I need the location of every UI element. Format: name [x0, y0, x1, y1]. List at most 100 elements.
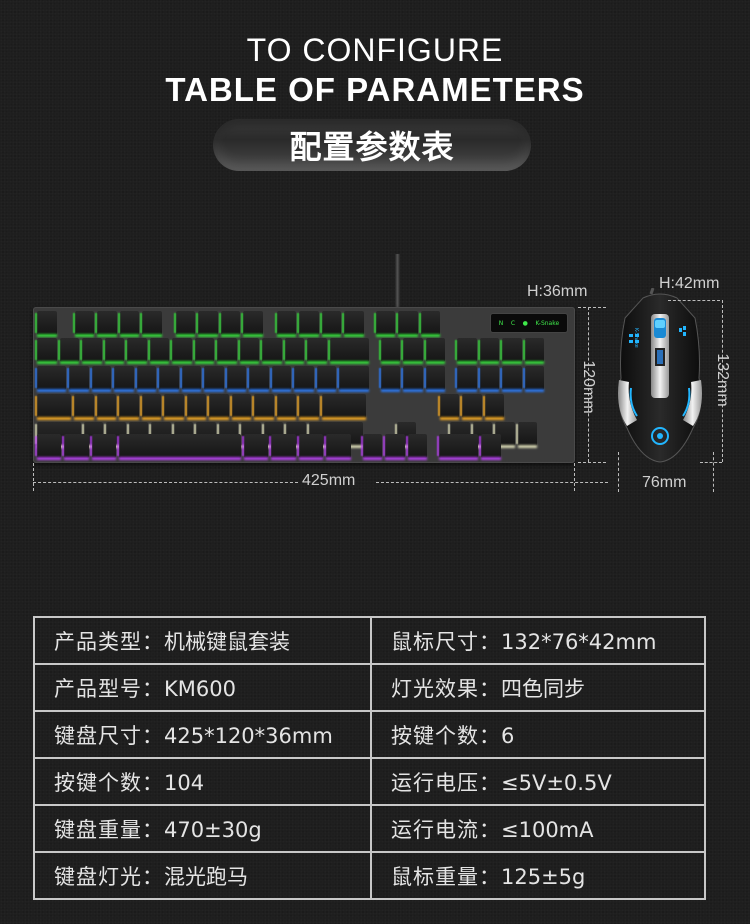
- spec-value: 混光跑马: [164, 864, 248, 889]
- keyboard-key: [479, 338, 499, 362]
- spec-label: 鼠标尺寸：: [391, 629, 501, 654]
- keyboard-key: [398, 311, 418, 335]
- spec-value: 6: [501, 723, 515, 748]
- keyboard-key: [181, 366, 202, 390]
- table-row: 键盘重量：470±30g 运行电流：≤100mA: [33, 804, 706, 853]
- spec-label: 按键个数：: [54, 770, 164, 795]
- spec-value: 104: [164, 770, 205, 795]
- spec-label: 键盘灯光：: [54, 864, 164, 889]
- keyboard-key: [59, 338, 79, 362]
- mouse-width-label: 76mm: [642, 474, 687, 491]
- keyboard-key: [430, 434, 436, 458]
- keyboard-key: [175, 311, 195, 335]
- keyboard-key: [74, 394, 94, 418]
- section-badge: 配置参数表: [213, 119, 531, 171]
- keyboard-key: [321, 311, 341, 335]
- keyboard-key: [380, 366, 400, 390]
- table-row: 键盘灯光：混光跑马 鼠标重量：125±5g: [33, 851, 706, 900]
- spec-value: KM600: [164, 676, 236, 701]
- dim-line-kb-width-right: [376, 482, 608, 483]
- keyboard-key: [354, 434, 360, 458]
- dim-line-kb-bottom: [578, 462, 606, 463]
- keyboard-key: [380, 338, 400, 362]
- keyboard-key: [60, 311, 72, 335]
- mouse-length-label: 132mm: [714, 353, 731, 407]
- keyboard-key: [271, 366, 292, 390]
- keyboard-key-row: [37, 311, 440, 335]
- keyboard-key: [299, 394, 319, 418]
- keyboard-key: [97, 311, 117, 335]
- keyboard-key: [375, 311, 395, 335]
- keyboard-key: [142, 311, 162, 335]
- keyboard-key: [37, 311, 57, 335]
- spec-cell: 产品类型：机械键鼠套装: [33, 616, 372, 665]
- keyboard-key: [339, 366, 369, 390]
- keyboard-key: [362, 434, 382, 458]
- keyboard-key-row: [37, 394, 504, 418]
- keyboard-key-row: [37, 366, 544, 390]
- keyboard-key: [239, 338, 259, 362]
- spec-label: 键盘尺寸：: [54, 723, 164, 748]
- title-to-configure: TO CONFIGURE: [246, 32, 504, 68]
- keyboard-key: [299, 311, 319, 335]
- spec-value: ≤5V±0.5V: [501, 770, 612, 795]
- keyboard-key: [369, 394, 437, 418]
- keyboard-key: [307, 338, 327, 362]
- keyboard-key: [249, 366, 269, 390]
- keyboard-key: [420, 311, 440, 335]
- keyboard-key: [96, 394, 117, 418]
- dim-line-mouse-top: [668, 300, 720, 301]
- spec-table: 产品类型：机械键鼠套装 鼠标尺寸：132*76*42mm 产品型号：KM600 …: [33, 616, 706, 900]
- keyboard-key: [266, 311, 274, 335]
- keyboard-key: [64, 434, 89, 458]
- spec-cell: 产品型号：KM600: [33, 663, 372, 712]
- keyboard-key: [217, 338, 237, 362]
- keyboard-key: [37, 434, 62, 458]
- table-row: 产品型号：KM600 灯光效果：四色同步: [33, 663, 706, 712]
- spec-label: 灯光效果：: [391, 676, 501, 701]
- title-table-of-parameters: TABLE OF PARAMETERS: [165, 71, 585, 108]
- keyboard-key: [172, 338, 192, 362]
- keyboard-key: [231, 394, 252, 418]
- spec-cell: 键盘灯光：混光跑马: [33, 851, 372, 900]
- keyboard-key: [69, 366, 89, 390]
- keyboard-key: [220, 311, 240, 335]
- keyboard-cable: [395, 254, 400, 309]
- keyboard-key: [517, 422, 537, 446]
- spec-value: 425*120*36mm: [164, 723, 333, 748]
- spec-label: 键盘重量：: [54, 817, 164, 842]
- keyboard-key: [484, 394, 504, 418]
- dim-line-mouse-left: [618, 452, 619, 492]
- keyboard-key: [254, 394, 274, 418]
- dim-line-kb-left: [33, 463, 34, 491]
- spec-cell: 鼠标重量：125±5g: [370, 851, 706, 900]
- section-badge-label: 配置参数表: [289, 128, 455, 166]
- keyboard-key: [372, 338, 378, 362]
- spec-cell: 运行电压：≤5V±0.5V: [370, 757, 706, 806]
- keyboard-key: [104, 338, 124, 362]
- spec-value: 470±30g: [164, 817, 262, 842]
- keyboard-key: [141, 394, 162, 418]
- mouse-height-label: H:42mm: [659, 275, 720, 292]
- keyboard-key: [127, 338, 147, 362]
- spec-value: ≤100mA: [501, 817, 594, 842]
- lcd-brand: K-Snake: [535, 319, 560, 327]
- lcd-numlock: N: [498, 319, 504, 327]
- spec-label: 运行电流：: [391, 817, 501, 842]
- keyboard-key: [344, 311, 364, 335]
- keyboard-key: [329, 338, 369, 362]
- keyboard-key: [119, 311, 139, 335]
- dim-line-kb-right: [574, 463, 575, 491]
- keyboard-key: [448, 338, 454, 362]
- keyboard-key-row: [37, 338, 544, 362]
- spec-label: 产品型号：: [54, 676, 164, 701]
- keyboard-key: [385, 434, 405, 458]
- keyboard-depth-label: 120mm: [580, 360, 597, 414]
- spec-value: 132*76*42mm: [501, 629, 657, 654]
- keyboard-key: [502, 338, 522, 362]
- keyboard-key: [407, 434, 427, 458]
- keyboard-key: [367, 311, 373, 335]
- keyboard-key: [164, 394, 184, 418]
- keyboard-lcd-indicator: N C ● K-Snake: [490, 313, 568, 333]
- keyboard-key: [82, 338, 102, 362]
